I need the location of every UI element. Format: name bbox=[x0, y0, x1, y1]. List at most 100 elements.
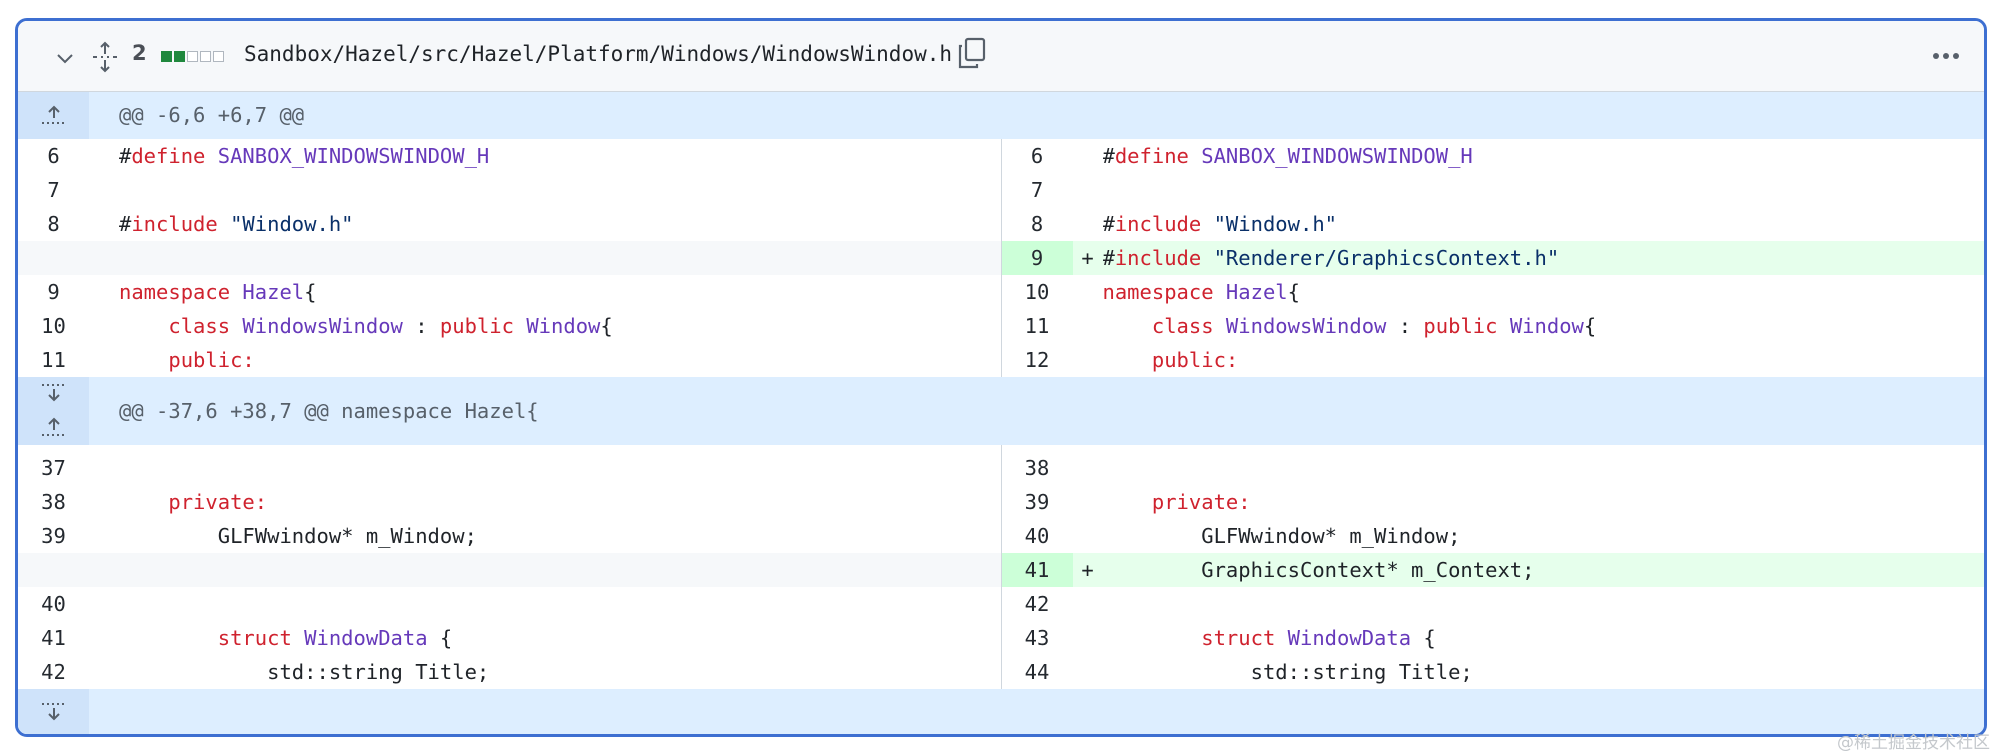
line-number[interactable]: 12 bbox=[1024, 348, 1050, 372]
expand-down-button[interactable] bbox=[18, 689, 89, 734]
line-number[interactable]: 44 bbox=[1024, 660, 1050, 684]
diff-marker bbox=[89, 207, 119, 241]
right-line: 42 bbox=[1000, 587, 1985, 621]
code-token: "Window.h" bbox=[217, 212, 354, 236]
diff-row: 10 class WindowsWindow : public Window{1… bbox=[18, 309, 1984, 343]
line-number[interactable]: 41 bbox=[41, 626, 66, 650]
code-token: { bbox=[427, 626, 453, 650]
code-token: { bbox=[304, 280, 317, 304]
right-line: 6#define SANBOX_WINDOWSWINDOW_H bbox=[1000, 139, 1985, 173]
diff-marker bbox=[89, 621, 119, 655]
hunk-text: @@ -37,6 +38,7 @@ namespace Hazel{ bbox=[119, 399, 539, 423]
hunk-text: @@ -6,6 +6,7 @@ bbox=[119, 103, 305, 127]
copy-icon[interactable] bbox=[955, 36, 989, 70]
code-line: GraphicsContext* m_Context; bbox=[1103, 553, 1985, 587]
line-number[interactable]: 38 bbox=[1024, 456, 1050, 480]
code-token: define bbox=[1114, 144, 1189, 168]
expand-up-button[interactable] bbox=[18, 92, 89, 139]
line-number[interactable]: 42 bbox=[1024, 592, 1050, 616]
right-line: 12 public: bbox=[1000, 343, 1985, 377]
code-line bbox=[119, 587, 1001, 621]
line-number[interactable]: 39 bbox=[41, 524, 66, 548]
code-line bbox=[119, 451, 1001, 485]
line-number[interactable]: 11 bbox=[41, 348, 66, 372]
diff-row: 40 42 bbox=[18, 587, 1984, 621]
right-line: 40 GLFWwindow* m_Window; bbox=[1000, 519, 1985, 553]
left-line bbox=[18, 241, 1001, 275]
line-number[interactable]: 8 bbox=[1030, 212, 1044, 236]
diff-marker bbox=[89, 451, 119, 485]
diff-marker bbox=[89, 343, 119, 377]
code-token: private: bbox=[168, 490, 268, 514]
code-token: struct bbox=[1201, 626, 1276, 650]
diff-marker bbox=[89, 519, 119, 553]
line-number[interactable]: 37 bbox=[41, 456, 66, 480]
code-token: WindowsWindow bbox=[1213, 314, 1387, 338]
file-header: 2 Sandbox/Hazel/src/Hazel/Platform/Windo… bbox=[18, 21, 1984, 92]
diff-marker bbox=[1073, 309, 1103, 343]
added-marker: + bbox=[1081, 246, 1094, 270]
line-number[interactable]: 9 bbox=[1001, 241, 1073, 275]
added-marker: + bbox=[1081, 558, 1094, 582]
left-line: 39 GLFWwindow* m_Window; bbox=[18, 519, 1001, 553]
diff-file: 2 Sandbox/Hazel/src/Hazel/Platform/Windo… bbox=[15, 18, 1987, 737]
right-line: 44 std::string Title; bbox=[1000, 655, 1985, 689]
left-line: 38 private: bbox=[18, 485, 1001, 519]
kebab-horizontal-icon[interactable] bbox=[1928, 44, 1964, 68]
line-number[interactable]: 40 bbox=[1024, 524, 1050, 548]
line-number[interactable]: 41 bbox=[1001, 553, 1073, 587]
line-number[interactable]: 10 bbox=[1024, 280, 1050, 304]
line-number[interactable]: 9 bbox=[47, 280, 60, 304]
unfold-icon[interactable] bbox=[90, 41, 120, 73]
right-line: 39 private: bbox=[1000, 485, 1985, 519]
right-line: 43 struct WindowData { bbox=[1000, 621, 1985, 655]
code-line: public: bbox=[1103, 343, 1985, 377]
code-line: #include "Window.h" bbox=[1103, 207, 1985, 241]
code-token: Hazel bbox=[230, 280, 305, 304]
code-token: # bbox=[1102, 144, 1115, 168]
left-line: 41 struct WindowData { bbox=[18, 621, 1001, 655]
code-token bbox=[119, 348, 168, 372]
line-number[interactable]: 42 bbox=[41, 660, 66, 684]
right-line: 11 class WindowsWindow : public Window{ bbox=[1000, 309, 1985, 343]
line-number[interactable]: 40 bbox=[41, 592, 66, 616]
code-token: std::string Title; bbox=[119, 660, 490, 684]
code-token: { bbox=[1287, 280, 1300, 304]
line-number[interactable]: 11 bbox=[1024, 314, 1050, 338]
line-number[interactable]: 10 bbox=[41, 314, 66, 338]
diff-marker bbox=[1073, 139, 1103, 173]
code-token: "Window.h" bbox=[1201, 212, 1338, 236]
diff-marker bbox=[89, 309, 119, 343]
code-token: GLFWwindow* m_Window; bbox=[119, 524, 477, 548]
left-line: 42 std::string Title; bbox=[18, 655, 1001, 689]
line-number[interactable]: 6 bbox=[1030, 144, 1044, 168]
code-line: struct WindowData { bbox=[1103, 621, 1985, 655]
line-number[interactable]: 7 bbox=[47, 178, 60, 202]
line-number[interactable]: 39 bbox=[1024, 490, 1050, 514]
line-number[interactable]: 6 bbox=[47, 144, 60, 168]
diff-row: 9+#include "Renderer/GraphicsContext.h" bbox=[18, 241, 1984, 275]
line-number[interactable]: 38 bbox=[41, 490, 66, 514]
left-line: 10 class WindowsWindow : public Window{ bbox=[18, 309, 1001, 343]
code-token: public: bbox=[1151, 348, 1239, 372]
line-number[interactable]: 7 bbox=[1030, 178, 1044, 202]
diff-marker bbox=[1073, 275, 1103, 309]
line-number[interactable]: 43 bbox=[1024, 626, 1050, 650]
code-line: public: bbox=[119, 343, 1001, 377]
left-line: 7 bbox=[18, 173, 1001, 207]
line-number[interactable]: 8 bbox=[47, 212, 60, 236]
diff-marker bbox=[1073, 173, 1103, 207]
right-line: 41 + GraphicsContext* m_Context; bbox=[1000, 553, 1985, 587]
expand-both-button[interactable] bbox=[18, 377, 89, 445]
diff-row: 39 GLFWwindow* m_Window;40 GLFWwindow* m… bbox=[18, 519, 1984, 553]
code-line: class WindowsWindow : public Window{ bbox=[1103, 309, 1985, 343]
fold-down-icon bbox=[42, 703, 64, 721]
chevron-down-icon[interactable] bbox=[54, 47, 76, 69]
code-token: include bbox=[1114, 212, 1202, 236]
file-path[interactable]: Sandbox/Hazel/src/Hazel/Platform/Windows… bbox=[244, 42, 953, 66]
diff-row: 42 std::string Title;44 std::string Titl… bbox=[18, 655, 1984, 689]
code-line: private: bbox=[119, 485, 1001, 519]
